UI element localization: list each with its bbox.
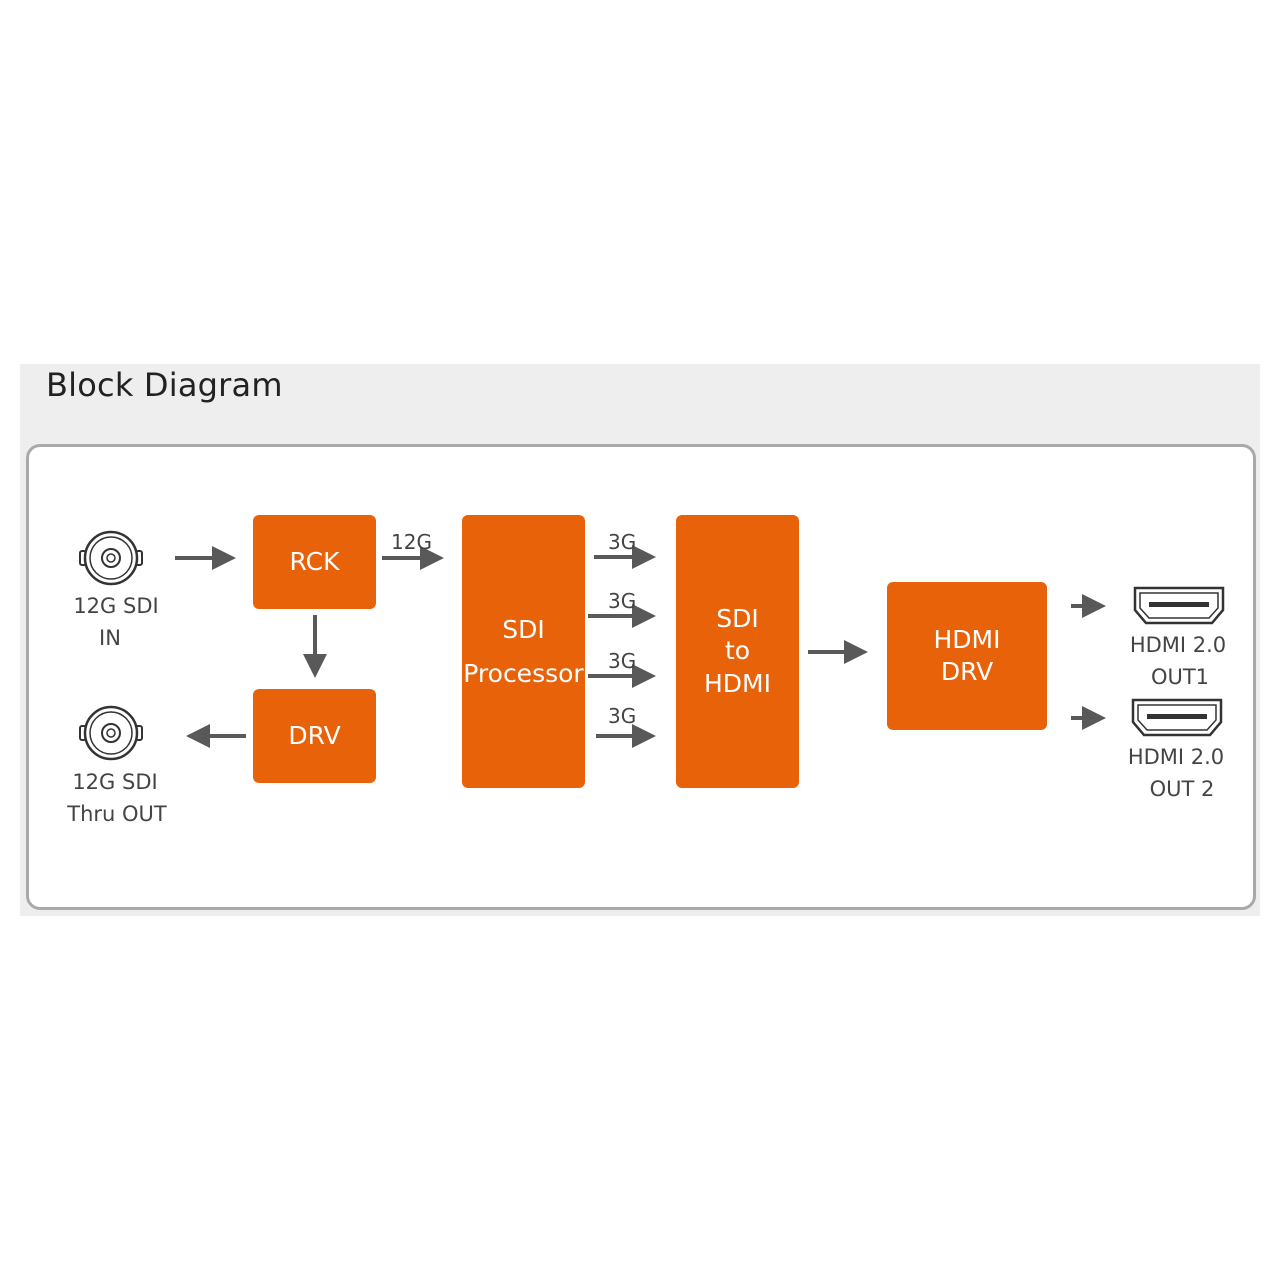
hdmi-drv-block: HDMI DRV xyxy=(887,582,1047,730)
hdmi-out1-label-line2: OUT1 xyxy=(1150,664,1210,689)
signal-label-lane-1: 3G xyxy=(608,530,637,554)
sdi-to-hdmi-block: SDI to HDMI xyxy=(676,515,799,788)
sdi-to-hdmi-label-line1: SDI xyxy=(716,603,759,633)
sdi-to-hdmi-label-line2: to xyxy=(724,636,751,666)
sdi-thru-out-label-line2: Thru OUT xyxy=(67,801,167,826)
bnc-connector-icon xyxy=(79,530,143,586)
sdi-to-hdmi-label-line3: HDMI xyxy=(704,668,771,698)
rck-label: RCK xyxy=(289,546,340,576)
sdi-thru-out-label-line1: 12G SDI xyxy=(72,770,158,794)
signal-label-lane-3: 3G xyxy=(608,649,637,673)
drv-block: DRV xyxy=(253,689,376,783)
hdmi-drv-label-line2: DRV xyxy=(940,657,994,686)
drv-label: DRV xyxy=(288,720,341,750)
hdmi-out2-label-line2: OUT 2 xyxy=(1149,776,1215,801)
sdi-processor-block: SDI Processor xyxy=(462,515,585,788)
hdmi-port-icon xyxy=(1133,586,1225,625)
rck-block: RCK xyxy=(253,515,376,609)
sdi-processor-label-line1: SDI xyxy=(502,614,545,644)
signal-label-lane-4: 3G xyxy=(608,704,637,728)
bnc-connector-icon xyxy=(79,705,143,761)
hdmi-out2-label: HDMI 2.0 OUT 2 xyxy=(1126,742,1226,805)
signal-label-lane-2: 3G xyxy=(608,589,637,613)
sdi-thru-out-label: 12G SDI Thru OUT xyxy=(62,767,172,830)
signal-label-12g: 12G xyxy=(391,530,432,554)
hdmi-drv-label-line1: HDMI xyxy=(933,624,1001,654)
page-title: Block Diagram xyxy=(46,366,283,404)
hdmi-out1-label-line1: HDMI 2.0 xyxy=(1129,633,1227,657)
sdi-processor-label-line2: Processor xyxy=(463,658,584,688)
hdmi-port-icon xyxy=(1131,698,1223,737)
sdi-in-label: 12G SDI IN xyxy=(66,591,166,654)
hdmi-out2-label-line1: HDMI 2.0 xyxy=(1127,745,1225,769)
hdmi-out1-label: HDMI 2.0 OUT1 xyxy=(1128,630,1228,693)
sdi-in-label-line1: 12G SDI xyxy=(73,594,159,618)
sdi-in-label-line2: IN xyxy=(99,625,121,650)
